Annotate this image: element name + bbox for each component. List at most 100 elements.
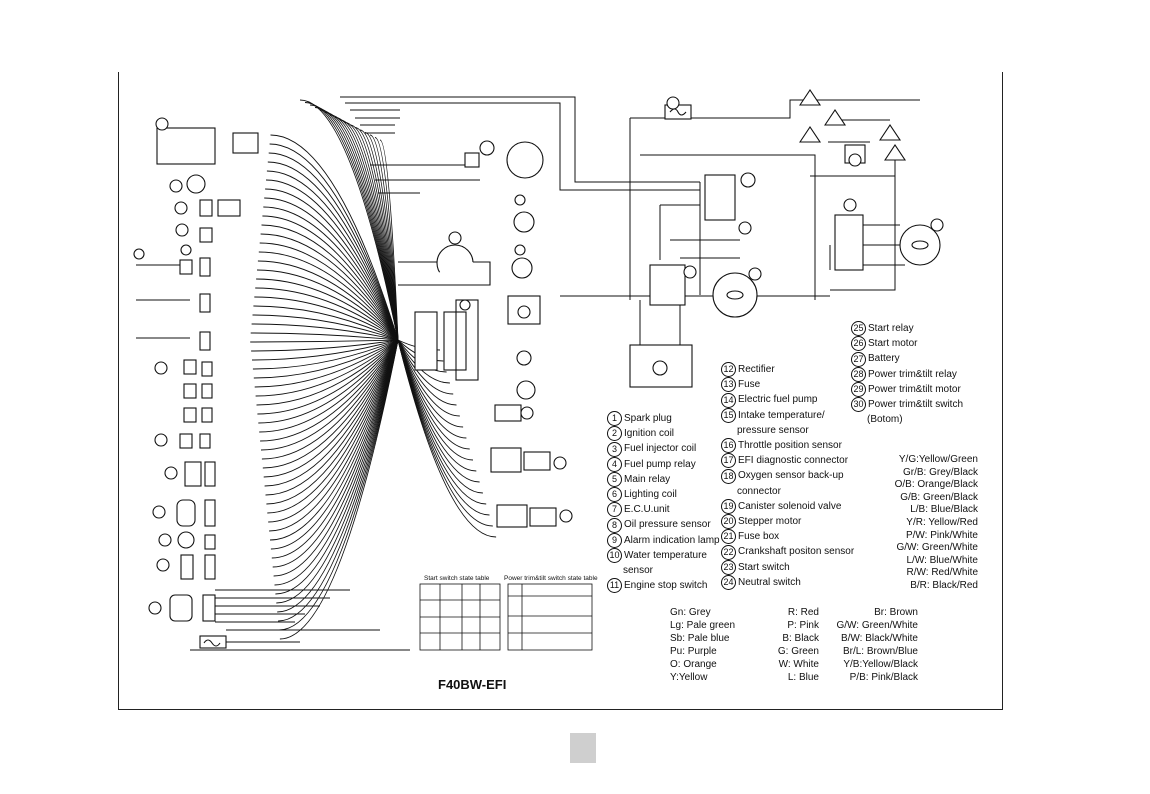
harness-wire — [397, 339, 467, 439]
harness-wire — [254, 339, 399, 388]
harness-wire — [364, 132, 399, 341]
legend-number: 30 — [851, 397, 866, 413]
legend-number: 10 — [607, 547, 622, 563]
legend-label: EFI diagnostic connector — [738, 455, 849, 467]
legend-label: Alarm indication lamp — [624, 534, 720, 546]
color-code: P/W: Pink/White — [905, 529, 978, 541]
legend-label: Crankshaft positon sensor — [738, 546, 855, 558]
legend-number: 1 — [607, 411, 622, 427]
color-code: O: Orange — [670, 658, 717, 670]
legend-item: pressure sensor — [721, 423, 854, 438]
start-switch-table-title: Start switch state table — [424, 575, 490, 582]
harness-wire — [251, 339, 399, 361]
legend-number: 23 — [721, 559, 736, 575]
legend-item: connector — [721, 484, 854, 499]
harness-wire — [379, 139, 399, 341]
ecu-connector-a — [414, 311, 438, 371]
legend-label: Rectifier — [738, 364, 775, 375]
legend-label: E.C.U.unit — [624, 504, 670, 516]
harness-wire — [259, 339, 399, 433]
harness-wire — [255, 339, 399, 397]
harness-wire — [397, 339, 460, 417]
relay-4 — [156, 127, 216, 165]
legend-label: Canister solenoid valve — [738, 500, 842, 512]
harness-wire — [339, 119, 399, 341]
trim-switch-table-title: Power trim&tilt switch state table — [504, 575, 598, 582]
color-code: G/W: Green/White — [896, 542, 978, 554]
legend-label: Fuel injector coil — [624, 443, 697, 455]
harness-wire — [258, 339, 399, 424]
legend-label: Power trim&tilt switch — [868, 399, 964, 411]
harness-wire — [278, 339, 399, 622]
legend-label: connector — [737, 485, 781, 497]
harness-wire — [264, 197, 399, 341]
legend-label: Lighting coil — [624, 489, 677, 501]
harness-wire — [374, 137, 399, 341]
harness-wire — [359, 129, 399, 341]
harness-wire — [273, 339, 399, 577]
legend-number: 3 — [607, 441, 622, 457]
harness-wire — [349, 124, 399, 341]
start-relay-25 — [649, 264, 686, 306]
harness-wire — [272, 339, 399, 568]
harness-wire — [265, 339, 399, 496]
harness-wire — [268, 152, 399, 341]
diode-a — [798, 89, 822, 106]
harness-wire — [253, 339, 399, 379]
harness-wire — [258, 251, 399, 341]
color-code: Sb: Pale blue — [670, 632, 730, 644]
label-24 — [738, 221, 752, 235]
legend-label: Ignition coil — [624, 428, 675, 440]
trim-switch-table — [507, 583, 593, 651]
harness-wire — [265, 179, 399, 341]
legend-label: Fuse box — [738, 531, 780, 543]
color-code: Lg: Pale green — [670, 619, 736, 631]
harness-wire — [257, 260, 399, 341]
legend-label: Throttle position sensor — [738, 440, 842, 452]
harness-wire — [269, 339, 399, 532]
color-code: G/B: Green/Black — [900, 491, 978, 503]
color-code: B/W: Black/White — [840, 632, 918, 644]
harness-wire — [256, 269, 399, 341]
harness-wire — [265, 188, 399, 341]
wire-harness — [250, 99, 497, 640]
legend-number: 19 — [721, 498, 736, 514]
harness-wire — [261, 339, 399, 460]
harness-wire — [263, 339, 399, 478]
color-code: P: Pink — [787, 619, 819, 631]
harness-wire — [251, 323, 399, 341]
color-code: Br: Brown — [874, 607, 918, 618]
harness-wire — [397, 339, 474, 461]
legend-label: Fuel pump relay — [624, 458, 696, 470]
legend-number: 22 — [721, 544, 736, 560]
harness-wire — [397, 339, 487, 505]
fuse-box-21 — [169, 594, 193, 622]
harness-wire — [268, 339, 399, 523]
right-components — [629, 89, 944, 388]
legend-number: 4 — [607, 456, 622, 472]
harness-wire — [277, 339, 399, 613]
harness-wire — [250, 339, 399, 343]
legend-number: 16 — [721, 438, 736, 454]
legend-number: 20 — [721, 514, 736, 530]
bottom-wires — [190, 589, 410, 651]
legend-label: pressure sensor — [737, 424, 809, 436]
harness-wire — [267, 339, 399, 514]
